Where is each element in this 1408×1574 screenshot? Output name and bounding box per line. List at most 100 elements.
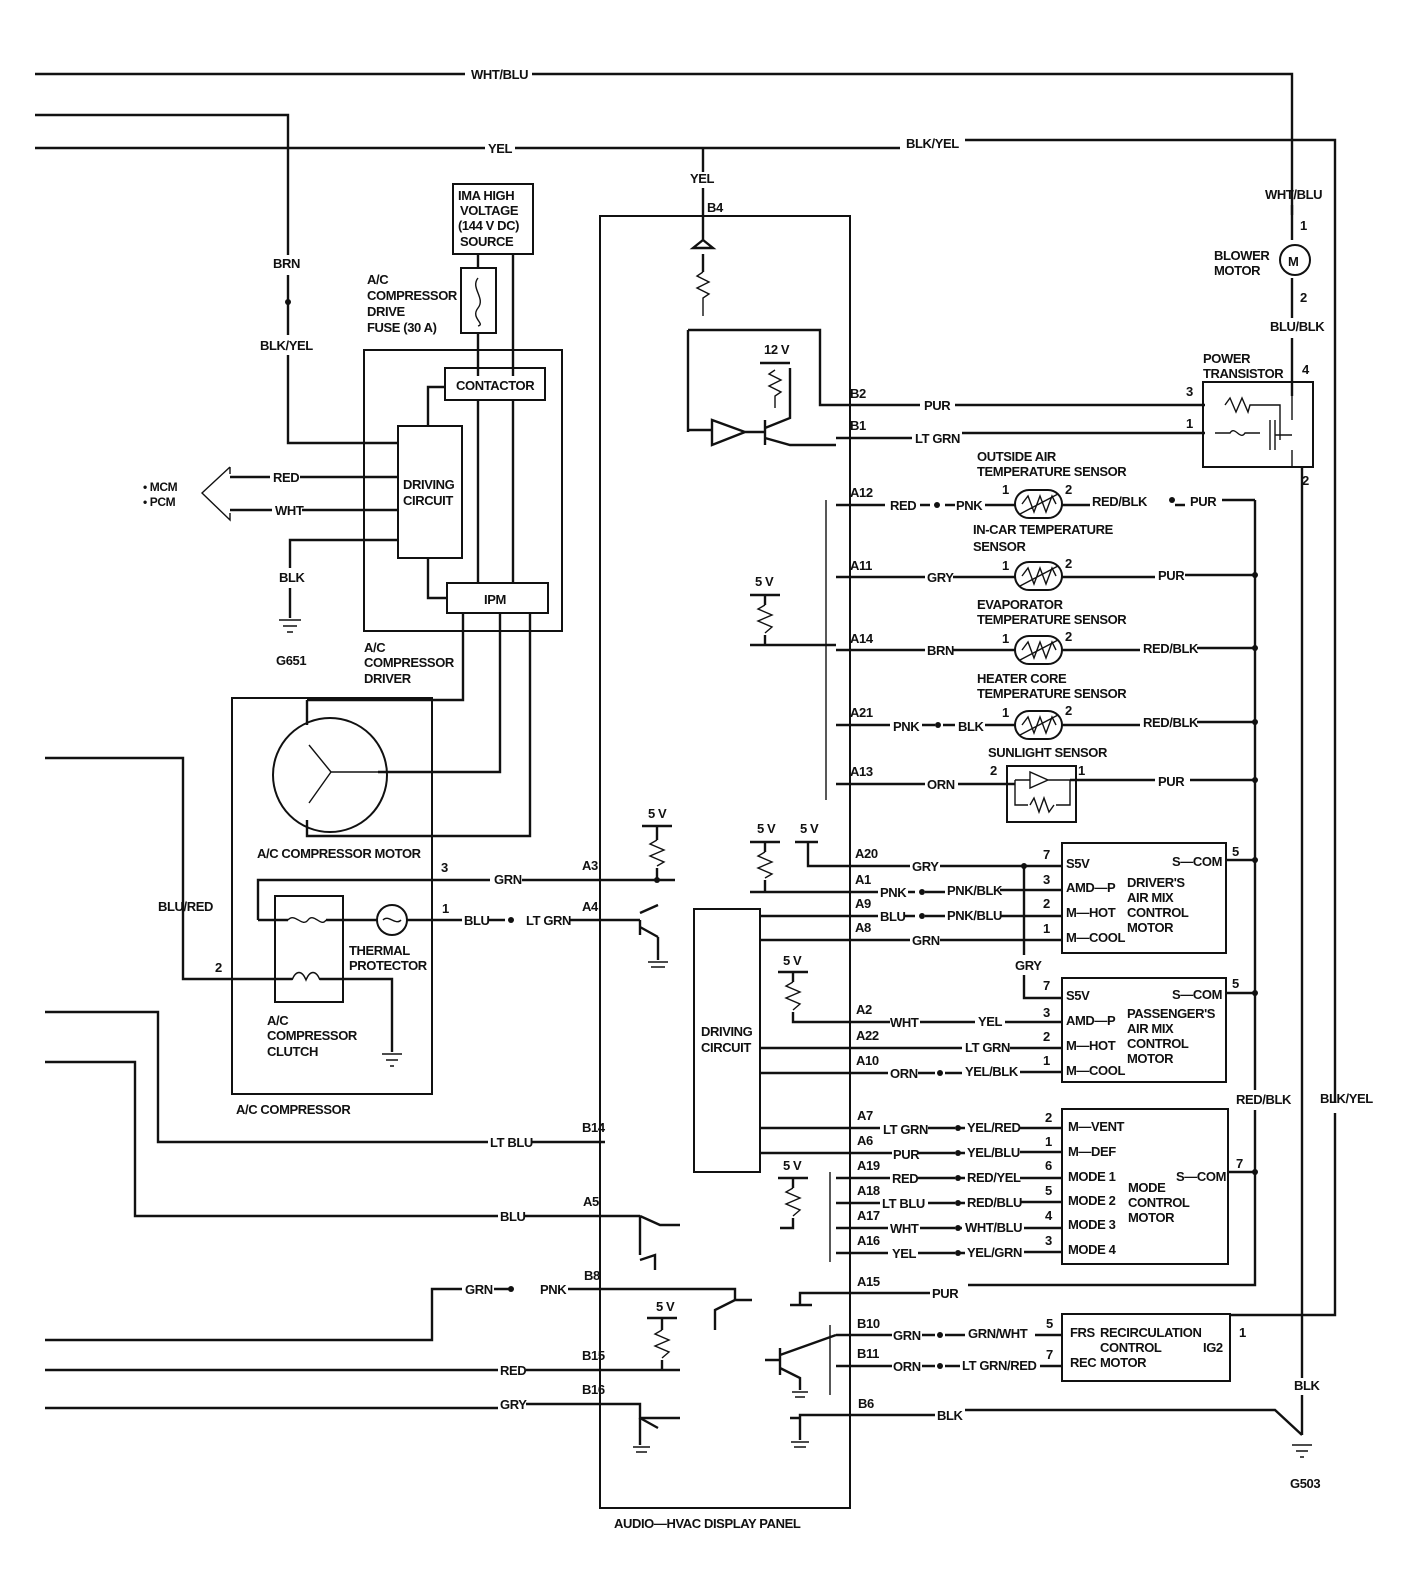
ground-g503: G503 xyxy=(1290,1476,1320,1491)
wire-label-a22-ltgrn: LT GRN xyxy=(965,1040,1010,1055)
wire-label-a3-grn: GRN xyxy=(494,872,522,887)
fuse-label-4: FUSE (30 A) xyxy=(367,320,437,335)
pin-a8: A8 xyxy=(855,920,871,935)
ground-g651: G651 xyxy=(276,653,306,668)
pin-4-pt: 4 xyxy=(1302,362,1310,377)
pin-a22: A22 xyxy=(856,1028,879,1043)
pin-a7: A7 xyxy=(857,1108,873,1123)
recirc-motor-box xyxy=(1061,1313,1231,1382)
wire-label-a1-pnk: PNK xyxy=(880,885,907,900)
wire-label-wht-blu-blower: WHT/BLU xyxy=(1265,187,1322,202)
blower-motor-label-2: MOTOR xyxy=(1214,263,1261,278)
wire-label-a4-ltgrn: LT GRN xyxy=(526,913,571,928)
compressor-clutch-label-1: A/C xyxy=(267,1013,289,1028)
pin-4-mode: 4 xyxy=(1045,1208,1053,1223)
wire-label-pur-b2: PUR xyxy=(924,398,951,413)
wire-label-a9-blu: BLU xyxy=(880,909,906,924)
wire-label-a12-redblk: RED/BLK xyxy=(1092,494,1148,509)
blower-motor-label-1: BLOWER xyxy=(1214,248,1270,263)
pin-a17: A17 xyxy=(857,1208,880,1223)
pin-b15: B15 xyxy=(582,1348,605,1363)
compressor-clutch-label-3: CLUTCH xyxy=(267,1044,318,1059)
pin-2: 2 xyxy=(215,960,222,975)
ima-source-label-2: VOLTAGE xyxy=(460,203,519,218)
wire-label-a21-redblk: RED/BLK xyxy=(1143,715,1199,730)
wire-label-b11-ltgrnred: LT GRN/RED xyxy=(962,1358,1036,1373)
compressor-clutch-box xyxy=(274,895,344,1003)
pass-mix-label-4: MOTOR xyxy=(1127,1051,1174,1066)
wire-label-a15-pur: PUR xyxy=(932,1286,959,1301)
blower-motor-icon xyxy=(1279,244,1311,276)
wire-label-a8-grn: GRN xyxy=(912,933,940,948)
wire-label-a17-wht: WHT xyxy=(890,1221,919,1236)
ima-source-label-3: (144 V DC) xyxy=(458,218,519,233)
top-wires xyxy=(35,72,1337,1317)
pin-a2: A2 xyxy=(856,1002,872,1017)
pin-b10: B10 xyxy=(857,1316,880,1331)
pin-b6: B6 xyxy=(858,1396,874,1411)
pin-b2: B2 xyxy=(850,386,866,401)
pin-1-ic: 1 xyxy=(1002,558,1009,573)
mode-3: MODE 3 xyxy=(1068,1217,1116,1232)
pin-1-pm: 1 xyxy=(1043,1053,1050,1068)
pin-b8: B8 xyxy=(584,1268,600,1283)
pin-2-dm: 2 xyxy=(1043,896,1050,911)
wire-label-a12-pur: PUR xyxy=(1190,494,1217,509)
mode-mvent: M—VENT xyxy=(1068,1119,1125,1134)
wire-label-a14-brn: BRN xyxy=(927,643,954,658)
wire-label-b6-blk: BLK xyxy=(937,1408,964,1423)
driver-mix-label-4: MOTOR xyxy=(1127,920,1174,935)
pin-b4: B4 xyxy=(707,200,724,215)
pin-a1: A1 xyxy=(855,872,871,887)
wire-label-brn: BRN xyxy=(273,256,300,271)
mode-1: MODE 1 xyxy=(1068,1169,1116,1184)
wire-label-red: RED xyxy=(273,470,299,485)
pin-a4: A4 xyxy=(582,899,599,914)
wire-label-a19-red: RED xyxy=(892,1171,918,1186)
driving-circuit-left-label-1: DRIVING xyxy=(403,477,455,492)
pin-b1: B1 xyxy=(850,418,866,433)
wire-label-a13-pur: PUR xyxy=(1158,774,1185,789)
driving-circuit-panel-label-1: DRIVING xyxy=(701,1024,753,1039)
compressor-box xyxy=(231,697,433,1095)
ground-icon xyxy=(382,1053,402,1067)
five-v-a2: 5 V xyxy=(783,953,802,968)
heater-core-label-1: HEATER CORE xyxy=(977,671,1067,686)
wire-label-b16-gry: GRY xyxy=(500,1397,527,1412)
pin-a12: A12 xyxy=(850,485,873,500)
pin-1-mode: 1 xyxy=(1045,1134,1052,1149)
pin-a16: A16 xyxy=(857,1233,880,1248)
clutch-thermal-icon xyxy=(287,917,327,923)
pass-mix-label-1: PASSENGER'S xyxy=(1127,1006,1216,1021)
pin-7-rc: 7 xyxy=(1046,1347,1053,1362)
mcm-label: • MCM xyxy=(143,480,178,494)
pin-5-mode: 5 xyxy=(1045,1183,1052,1198)
pin-3-dm: 3 xyxy=(1043,872,1050,887)
driver-mix-label-3: CONTROL xyxy=(1127,905,1189,920)
splice-dot xyxy=(285,299,291,305)
wire-label-blk-yel-left: BLK/YEL xyxy=(260,338,313,353)
wire-label-a11-gry: GRY xyxy=(927,570,954,585)
wire-label-a10-yelblk: YEL/BLK xyxy=(965,1064,1019,1079)
mode-label-1: MODE xyxy=(1128,1180,1166,1195)
compressor-driver-label-3: DRIVER xyxy=(364,671,412,686)
pin-7-mode: 7 xyxy=(1236,1156,1243,1171)
wire-label-a9-pnkblu: PNK/BLU xyxy=(947,908,1002,923)
pass-mcool: M—COOL xyxy=(1066,1063,1125,1078)
wire-label-blk-g503: BLK xyxy=(1294,1378,1321,1393)
pass-s5v: S5V xyxy=(1066,988,1090,1003)
five-v-a1: 5 V xyxy=(757,821,776,836)
driving-circuit-left-label-2: CIRCUIT xyxy=(403,493,453,508)
contactor-box xyxy=(444,367,546,401)
pin-b11: B11 xyxy=(857,1346,879,1361)
contactor-label: CONTACTOR xyxy=(456,378,535,393)
outside-air-label-1: OUTSIDE AIR xyxy=(977,449,1057,464)
ima-source-label-4: SOURCE xyxy=(460,234,514,249)
pin-a15: A15 xyxy=(857,1274,880,1289)
compressor-motor-icon xyxy=(272,717,388,833)
pcm-label: • PCM xyxy=(143,495,176,509)
pin-2-oat: 2 xyxy=(1065,482,1072,497)
wire-label-a17-whtblu: WHT/BLU xyxy=(965,1220,1022,1235)
outside-air-sensor-icon xyxy=(1014,489,1063,519)
pin-5-dm: 5 xyxy=(1232,844,1239,859)
